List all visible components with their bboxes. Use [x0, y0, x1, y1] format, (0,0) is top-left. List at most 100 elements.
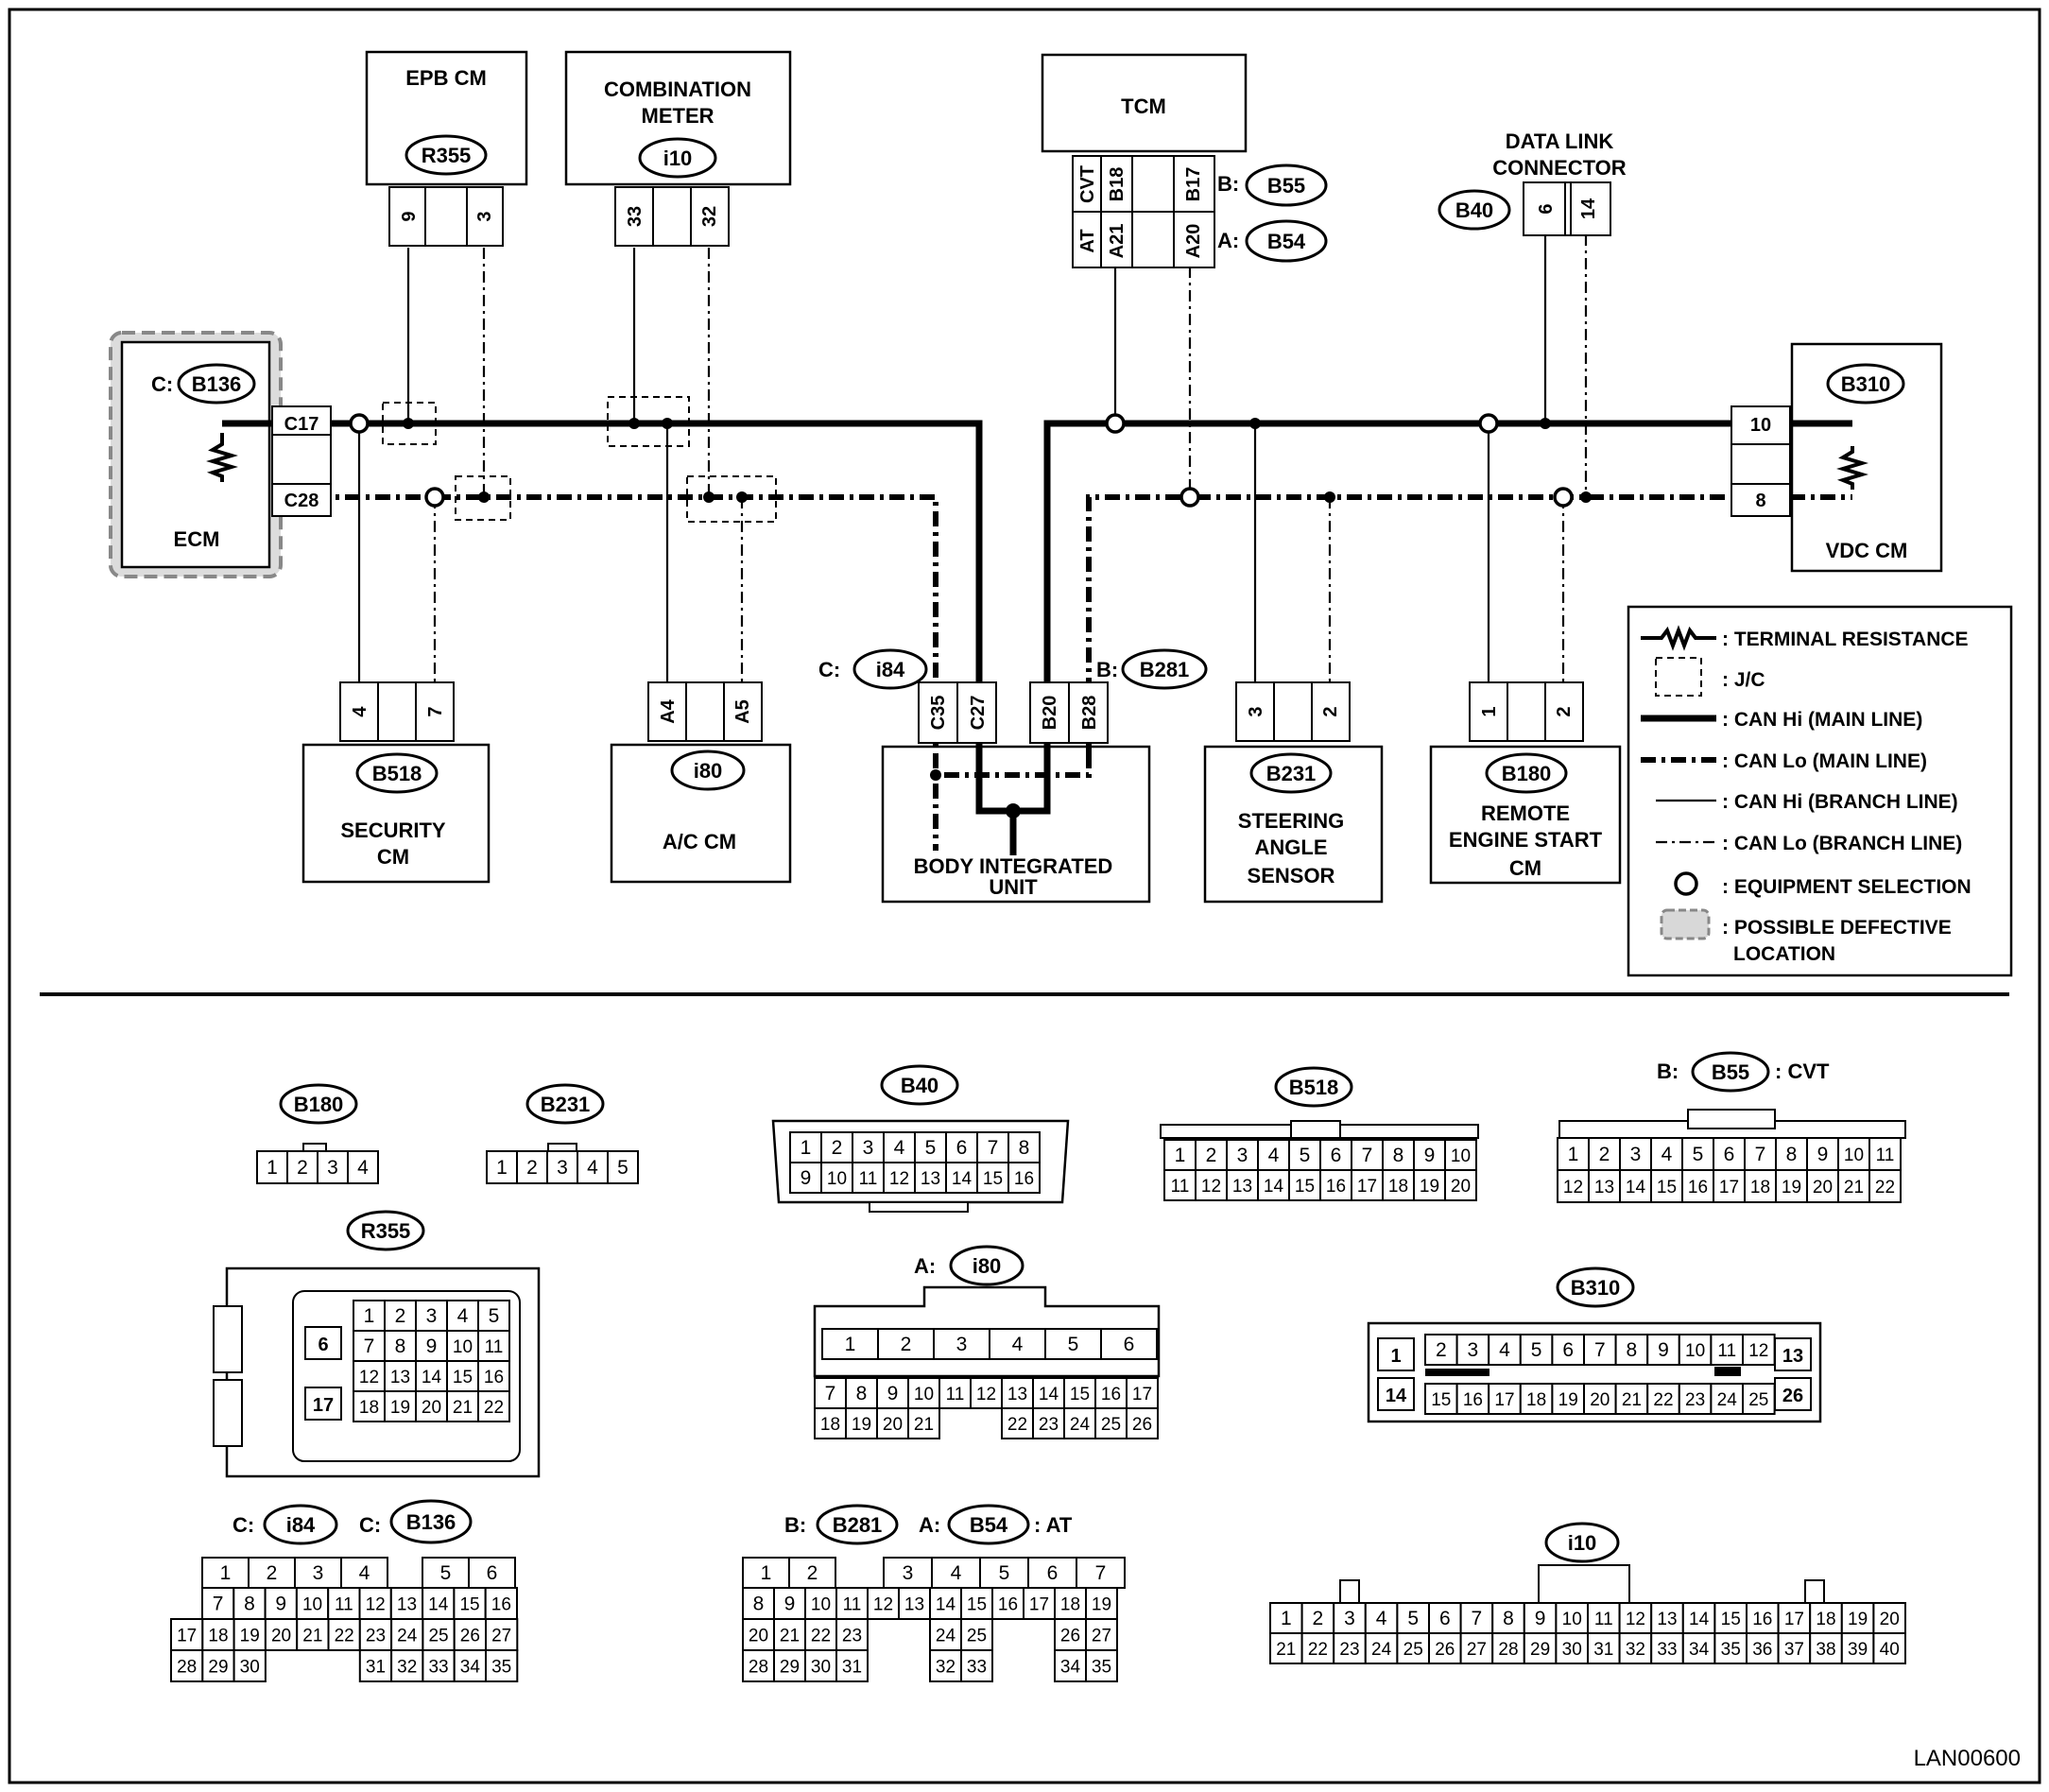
pin-number: 14	[936, 1595, 956, 1615]
view-b55-prefix: B:	[1657, 1060, 1679, 1083]
pin-number: 18	[1060, 1595, 1080, 1615]
pin-number: 20	[1451, 1177, 1471, 1197]
biu-pin-c27: C27	[968, 696, 989, 731]
pin-number: 18	[208, 1627, 228, 1646]
pin-number: 1	[801, 1137, 812, 1159]
pin-cell	[1085, 1649, 1118, 1682]
pin-cell	[477, 1390, 510, 1422]
pin-cell	[1523, 1602, 1558, 1634]
pin-cell	[1713, 1169, 1746, 1203]
pin-number: 12	[1201, 1177, 1221, 1197]
pin-cell	[1619, 1137, 1652, 1171]
dlc-label-line2: CONNECTOR	[1492, 156, 1626, 180]
pin-cell	[789, 1162, 822, 1194]
vdc-pin-8: 8	[1755, 491, 1765, 511]
pin-number: 8	[395, 1335, 406, 1357]
pin-number: 24	[1717, 1390, 1738, 1410]
pin-number: 23	[1685, 1390, 1705, 1410]
pin-number: 18	[1816, 1610, 1835, 1629]
pin-number: 19	[1420, 1177, 1439, 1197]
pin-cell	[294, 1557, 342, 1589]
pin-number: 6	[956, 1137, 968, 1159]
pin-cell	[845, 1407, 878, 1439]
pin-cell	[1678, 1383, 1713, 1415]
pin-number: 12	[1626, 1610, 1645, 1629]
view-i80-prefix: A:	[914, 1254, 936, 1278]
pin-number: 15	[1721, 1610, 1741, 1629]
pin-number: 34	[1689, 1640, 1710, 1660]
pin-number: 15	[1431, 1390, 1451, 1410]
pin-number: 23	[1339, 1640, 1359, 1660]
pin-number: 1	[267, 1157, 278, 1179]
pin-number: 24	[936, 1627, 956, 1646]
steering-label-line1: STEERING	[1238, 809, 1344, 833]
view-r355-pin-6: 6	[318, 1335, 328, 1355]
view-i10-label: i10	[1568, 1531, 1597, 1555]
pin-cell	[1100, 1328, 1158, 1360]
pin-number: 24	[1070, 1415, 1091, 1435]
legend-item-can-lo-main: : CAN Lo (MAIN LINE)	[1722, 750, 1927, 772]
pin-number: 4	[457, 1305, 469, 1327]
pin-number: 10	[1685, 1341, 1705, 1361]
ecm-pin-c17: C17	[284, 414, 319, 435]
epb-pin-9: 9	[399, 211, 420, 221]
pin-number: 2	[901, 1334, 912, 1355]
pin-cell	[201, 1618, 235, 1651]
pin-number: 9	[1535, 1608, 1546, 1629]
pin-number: 22	[1007, 1415, 1027, 1435]
pin-number: 12	[1748, 1341, 1768, 1361]
pin-number: 2	[1206, 1145, 1217, 1166]
pin-number: 1	[364, 1305, 375, 1327]
pin-number: 4	[951, 1562, 962, 1584]
pin-cell	[384, 1360, 417, 1392]
vdc-label: VDC CM	[1826, 539, 1908, 562]
view-b54-label: B54	[970, 1513, 1008, 1537]
pin-number: 6	[1124, 1334, 1135, 1355]
pin-number: 29	[208, 1658, 228, 1678]
legend-jc-symbol	[1655, 657, 1702, 697]
pin-cell	[1806, 1169, 1839, 1203]
pin-cell	[1063, 1407, 1096, 1439]
legend-equipment-selection-symbol	[1674, 871, 1698, 896]
pin-number: 4	[359, 1562, 370, 1584]
pin-cell	[1840, 1632, 1875, 1664]
pin-number: 8	[1627, 1339, 1638, 1361]
pin-number: 10	[1451, 1146, 1471, 1166]
remote-pin-1: 1	[1479, 706, 1500, 716]
pin-number: 3	[327, 1157, 338, 1179]
remote-label-line2: ENGINE START	[1449, 828, 1603, 852]
module-combination-meter: COMBINATION METER i10 33 32	[564, 50, 792, 247]
pin-number: 27	[491, 1627, 511, 1646]
pin-number: 16	[491, 1595, 511, 1615]
remote-label-line3: CM	[1509, 856, 1541, 880]
pin-number: 7	[988, 1137, 999, 1159]
pin-number: 9	[426, 1335, 438, 1357]
pin-number: 32	[1626, 1640, 1645, 1660]
pin-number: 7	[1095, 1562, 1107, 1584]
pin-cell	[607, 1150, 639, 1184]
pin-number: 4	[1012, 1334, 1024, 1355]
pin-number: 11	[1717, 1341, 1736, 1361]
legend: : TERMINAL RESISTANCE : J/C : CAN Hi (MA…	[1627, 605, 2013, 977]
pin-number: 6	[1724, 1144, 1735, 1165]
pin-number: 7	[1472, 1608, 1483, 1629]
legend-item-equipment-selection: : EQUIPMENT SELECTION	[1722, 876, 1972, 898]
pin-number: 8	[244, 1594, 255, 1615]
biu-c-prefix: C:	[818, 658, 840, 681]
pin-number: 11	[843, 1595, 862, 1615]
pin-number: 4	[894, 1137, 905, 1159]
biu-lo-b28	[936, 753, 1092, 778]
pin-number: 16	[998, 1595, 1018, 1615]
pin-number: 17	[1719, 1178, 1739, 1198]
tcm-label: TCM	[1121, 95, 1166, 118]
pin-number: 12	[1563, 1178, 1583, 1198]
biu-b-prefix: B:	[1096, 658, 1118, 681]
pin-cell	[742, 1649, 775, 1682]
pin-cell	[1007, 1162, 1041, 1194]
